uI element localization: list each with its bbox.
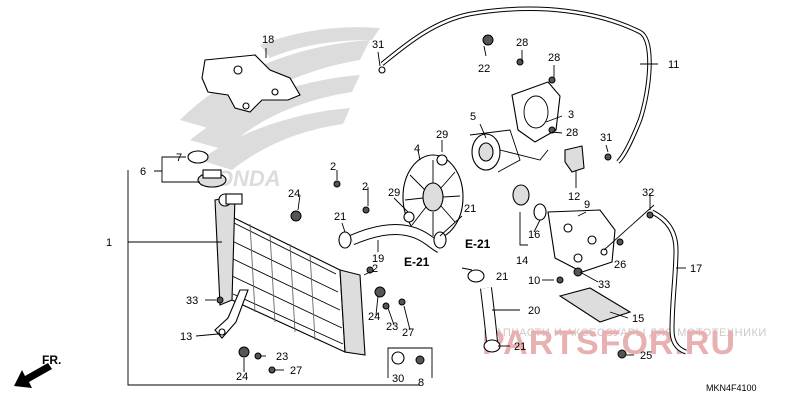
label-24a: 24: [288, 188, 300, 200]
guard-plate: [558, 287, 632, 323]
label-21a: 21: [334, 211, 346, 223]
label-21d: 21: [514, 341, 526, 353]
label-4: 4: [414, 143, 420, 155]
label-3: 3: [568, 109, 574, 121]
label-21c: 21: [496, 271, 508, 283]
label-9: 9: [584, 199, 590, 211]
lower-bracket: [214, 289, 249, 339]
label-17: 17: [690, 263, 702, 275]
label-7: 7: [176, 152, 182, 164]
temperature-sensor: [564, 145, 585, 173]
label-2c: 2: [372, 263, 378, 275]
label-33b: 33: [186, 295, 198, 307]
label-33a: 33: [598, 279, 610, 291]
label-22: 22: [478, 63, 490, 75]
ref-e21-right: E-21: [465, 237, 491, 251]
label-11: 11: [668, 59, 679, 71]
fasteners: [216, 34, 654, 374]
label-13: 13: [180, 331, 192, 343]
o-ring-16: [533, 203, 547, 221]
radiator-cap-seal: [187, 150, 209, 164]
cooling-fan: [402, 154, 464, 240]
watermark-caption: ЗАПЧАСТИ И АКСЕССУАРЫ ДЛЯ МОТОТЕХНИКИ: [488, 327, 767, 339]
leader-lines: [127, 45, 686, 386]
label-29a: 29: [436, 129, 448, 141]
label-1: 1: [106, 237, 112, 249]
label-30: 30: [392, 373, 404, 385]
label-8: 8: [418, 377, 424, 389]
hose-clamp-2: [433, 231, 447, 249]
ref-e21-left: E-21: [404, 255, 430, 269]
part-labels: 18 31 22 28 28 11 5 3 28 29 4 31 12 9 32…: [106, 34, 702, 389]
front-label: FR.: [42, 353, 61, 367]
o-ring-14: [512, 184, 530, 206]
label-2a: 2: [330, 161, 336, 173]
label-23a: 23: [386, 321, 398, 333]
label-28c: 28: [566, 127, 578, 139]
label-25: 25: [640, 350, 652, 362]
hose-clamp-4: [483, 339, 501, 353]
label-20: 20: [528, 305, 540, 317]
diagram-code: MKN4F4100: [706, 383, 757, 393]
label-28b: 28: [548, 52, 560, 64]
label-18: 18: [262, 34, 274, 46]
label-28a: 28: [516, 37, 528, 49]
label-16: 16: [528, 229, 540, 241]
watermark-logo: PARTSFOR.RU: [482, 324, 736, 362]
label-23b: 23: [276, 351, 288, 363]
fan-shroud: [511, 81, 561, 143]
hose-clamp-3: [467, 269, 485, 283]
label-31a: 31: [372, 39, 384, 51]
label-10: 10: [528, 275, 540, 287]
label-24b: 24: [368, 311, 380, 323]
label-24c: 24: [236, 371, 248, 383]
label-19: 19: [372, 253, 384, 265]
hose-clamp-1: [338, 231, 352, 249]
label-31b: 31: [600, 132, 612, 144]
fan-motor: [469, 129, 549, 173]
label-6: 6: [140, 166, 146, 178]
label-26: 26: [614, 259, 626, 271]
radiator-core: [214, 193, 366, 356]
front-direction-arrow: FR.: [14, 353, 61, 388]
radiator-bracket: [201, 54, 301, 113]
label-27a: 27: [402, 327, 414, 339]
label-21b: 21: [464, 203, 476, 215]
label-15: 15: [632, 313, 644, 325]
honda-wing-watermark: HONDA: [180, 27, 380, 191]
label-5: 5: [470, 111, 476, 123]
label-32: 32: [642, 187, 654, 199]
label-2b: 2: [362, 181, 368, 193]
label-12: 12: [568, 191, 580, 203]
label-14: 14: [516, 255, 528, 267]
thermostat-housing: [547, 209, 616, 273]
label-29b: 29: [388, 187, 400, 199]
label-27b: 27: [290, 365, 302, 377]
